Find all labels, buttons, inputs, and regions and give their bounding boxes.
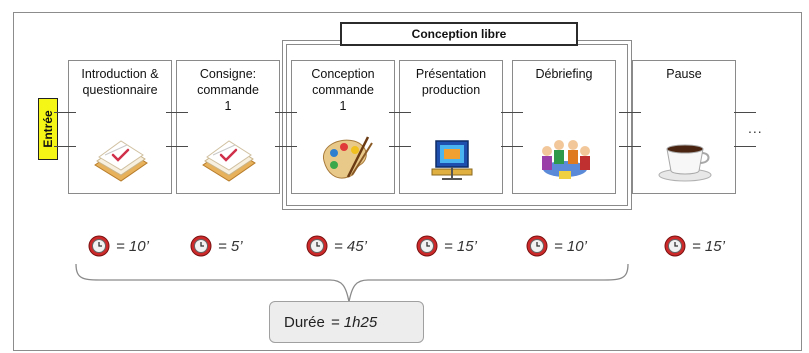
step-presentation: Présentation production bbox=[399, 60, 503, 194]
checklist-icon bbox=[94, 140, 148, 182]
total-brace bbox=[75, 263, 629, 303]
clock-icon bbox=[664, 235, 686, 257]
checklist-icon bbox=[202, 140, 256, 182]
connector-ticks bbox=[166, 112, 188, 152]
step-label: Débriefing bbox=[535, 67, 593, 81]
duration-value: = 15’ bbox=[444, 237, 477, 255]
duration-value: = 10’ bbox=[554, 237, 587, 255]
connector-ticks bbox=[734, 112, 756, 152]
step-label: Introduction & questionnaire bbox=[81, 67, 159, 97]
clock-icon bbox=[306, 235, 328, 257]
total-duration-box: Durée = 1h25 bbox=[269, 301, 424, 343]
connector-ticks bbox=[54, 112, 76, 152]
clock-icon bbox=[526, 235, 548, 257]
coffee-cup-icon bbox=[658, 144, 712, 182]
step-label: Présentation production bbox=[415, 67, 487, 97]
duration-presentation: = 15’ bbox=[416, 232, 477, 260]
continuation-ellipsis: ... bbox=[748, 120, 763, 136]
connector-ticks bbox=[619, 112, 641, 152]
duration-value: = 5’ bbox=[218, 237, 243, 255]
duration-debriefing: = 10’ bbox=[526, 232, 587, 260]
clock-icon bbox=[88, 235, 110, 257]
meeting-group-icon bbox=[542, 140, 590, 179]
step-label: Consigne: commande 1 bbox=[197, 67, 259, 113]
duration-value: = 15’ bbox=[692, 237, 725, 255]
step-consigne: Consigne: commande 1 bbox=[176, 60, 280, 194]
clock-icon bbox=[190, 235, 212, 257]
palette-icon bbox=[322, 136, 373, 179]
conception-libre-title: Conception libre bbox=[340, 22, 578, 46]
step-label: Pause bbox=[666, 67, 702, 81]
duration-consigne: = 5’ bbox=[190, 232, 243, 260]
connector-ticks bbox=[501, 112, 523, 152]
step-label: Conception commande 1 bbox=[311, 67, 375, 113]
step-introduction: Introduction & questionnaire bbox=[68, 60, 172, 194]
clock-icon bbox=[416, 235, 438, 257]
step-debriefing: Débriefing bbox=[512, 60, 616, 194]
entree-label: Entrée bbox=[41, 110, 55, 148]
step-conception: Conception commande 1 bbox=[291, 60, 395, 194]
duration-introduction: = 10’ bbox=[88, 232, 149, 260]
connector-ticks bbox=[275, 112, 297, 152]
duration-value: = 45’ bbox=[334, 237, 367, 255]
entree-tag: Entrée bbox=[38, 98, 58, 160]
duration-pause: = 15’ bbox=[664, 232, 725, 260]
step-pause: Pause bbox=[632, 60, 736, 194]
duration-conception: = 45’ bbox=[306, 232, 367, 260]
total-duration-label: Durée bbox=[284, 313, 325, 331]
duration-value: = 10’ bbox=[116, 237, 149, 255]
presentation-screen-icon bbox=[431, 140, 473, 180]
connector-ticks bbox=[389, 112, 411, 152]
total-duration-value: = 1h25 bbox=[330, 313, 378, 331]
